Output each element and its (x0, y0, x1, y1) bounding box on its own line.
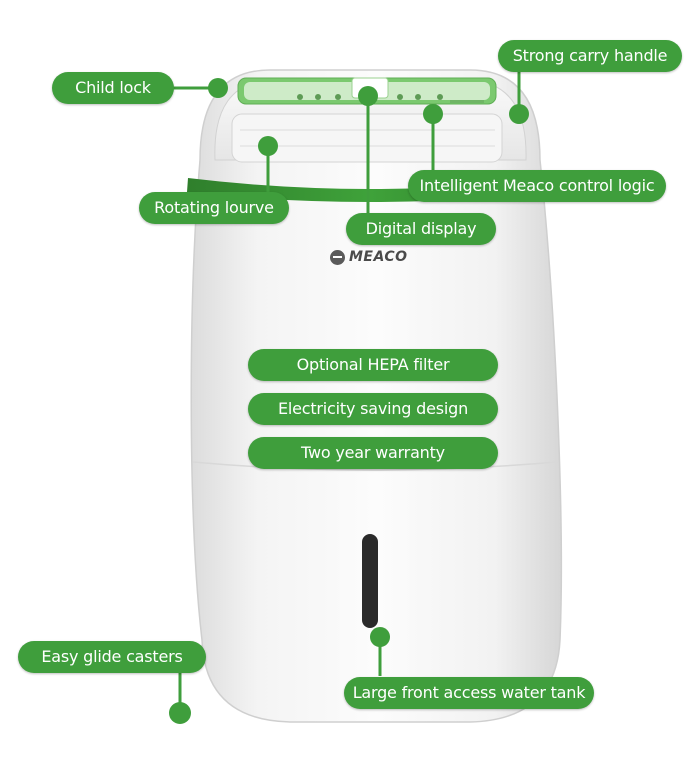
label-child-lock: Child lock (52, 72, 174, 104)
label-electricity-saving: Electricity saving design (248, 393, 498, 425)
panel-button-icon (415, 94, 421, 100)
label-strong-carry-handle: Strong carry handle (498, 40, 682, 72)
water-level-window (362, 534, 378, 628)
label-intelligent-control-logic: Intelligent Meaco control logic (408, 170, 666, 202)
label-water-tank: Large front access water tank (344, 677, 594, 709)
label-hepa-filter: Optional HEPA filter (248, 349, 498, 381)
brand-logo: MEACO (330, 247, 408, 267)
brand-logo-text: MEACO (349, 249, 408, 265)
label-easy-glide-casters: Easy glide casters (18, 641, 206, 673)
connector-dots (169, 78, 529, 724)
panel-button-icon (335, 94, 341, 100)
panel-button-icon (315, 94, 321, 100)
panel-button-icon (397, 94, 403, 100)
label-rotating-louvre: Rotating lourve (139, 192, 289, 224)
label-digital-display: Digital display (346, 213, 496, 245)
meaco-logo-icon (330, 249, 345, 265)
panel-button-icon (437, 94, 443, 100)
panel-button-icon (297, 94, 303, 100)
tank-seam (192, 461, 558, 471)
label-two-year-warranty: Two year warranty (248, 437, 498, 469)
